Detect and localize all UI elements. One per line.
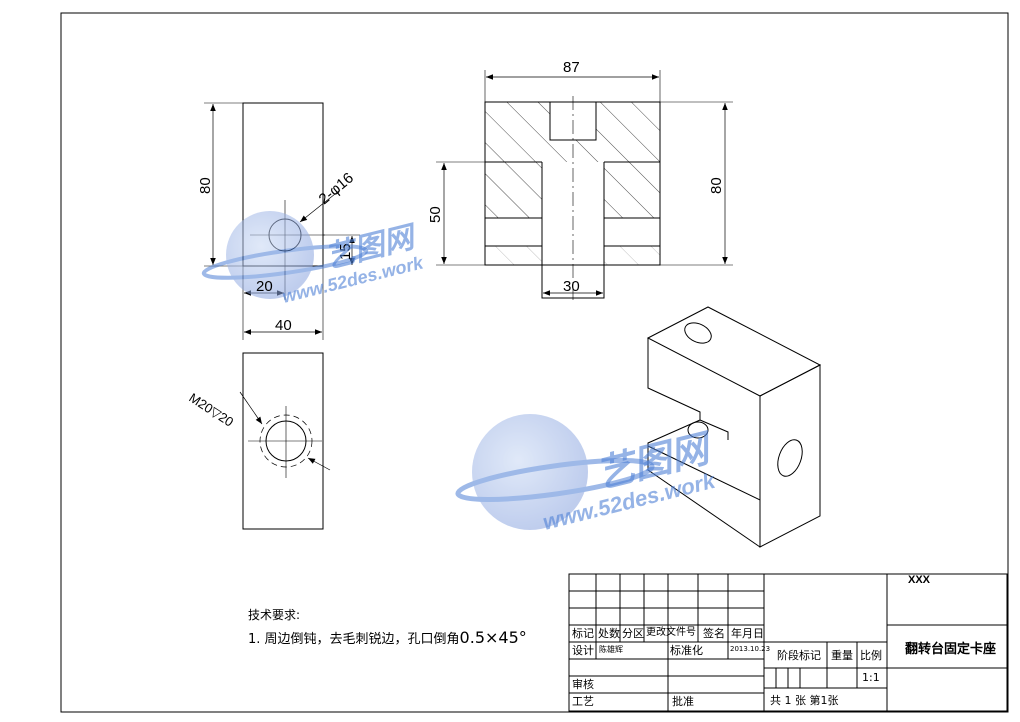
tech-requirements-item: 1. 周边倒钝，去毛刺锐边，孔口倒角0.5×45°: [248, 628, 527, 647]
dim-thread: M20▽20: [186, 390, 236, 430]
tb-standardize-label: 标准化: [670, 644, 703, 657]
title-block-grid: [568, 573, 1008, 712]
dim-50: 50: [427, 206, 444, 223]
tech-requirement-chamfer: 0.5×45°: [459, 628, 527, 647]
section-view: [436, 70, 733, 300]
dim-40: 40: [275, 317, 292, 334]
tb-header-zone: 分区: [622, 627, 644, 640]
watermark-globe-2: [455, 414, 655, 530]
tb-stage-mark-label: 阶段标记: [777, 649, 821, 662]
tb-scale-label: 比例: [860, 649, 882, 662]
tb-approve-label: 批准: [672, 695, 694, 708]
tb-process-label: 工艺: [572, 695, 594, 708]
tb-scale-value: 1:1: [862, 671, 880, 684]
tb-header-count: 处数: [598, 627, 620, 640]
dim-15: 15: [337, 243, 354, 260]
dim-80-right: 80: [708, 177, 725, 194]
tb-check-label: 审核: [572, 678, 594, 691]
tb-design-name: 陈雄辉: [599, 645, 623, 654]
dim-2-phi16: 2-φ16: [316, 169, 357, 208]
tb-part-name: 翻转台固定卡座: [905, 642, 997, 657]
tb-header-sign: 签名: [703, 627, 725, 640]
tb-header-date: 年月日: [731, 627, 764, 640]
isometric-view: [646, 306, 822, 548]
dim-87: 87: [563, 59, 580, 76]
tb-header-mark: 标记: [572, 627, 594, 640]
tech-requirements-title: 技术要求:: [248, 608, 301, 622]
dim-20: 20: [256, 278, 273, 295]
tb-weight-label: 重量: [831, 649, 853, 662]
tb-company: XXX: [908, 574, 931, 586]
tech-requirement-text: 1. 周边倒钝，去毛刺锐边，孔口倒角: [248, 632, 460, 647]
sheet-border: [60, 12, 1009, 713]
tb-header-change-doc: 更改文件号: [646, 627, 696, 638]
dim-80-left: 80: [197, 177, 214, 194]
tb-design-date: 2013.10.23: [730, 645, 771, 653]
tb-sheets: 共 1 张 第1张: [770, 694, 839, 707]
watermark-globe-1: [201, 211, 369, 299]
top-view: [239, 352, 331, 530]
dim-30: 30: [563, 278, 580, 295]
tb-design-label: 设计: [572, 644, 594, 657]
